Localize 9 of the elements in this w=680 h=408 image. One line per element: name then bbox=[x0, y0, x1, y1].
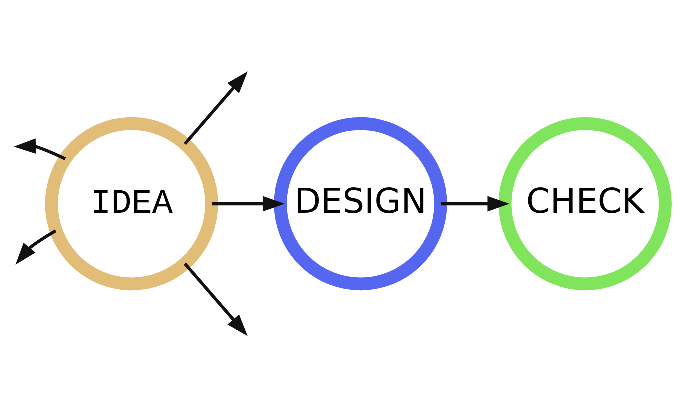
arrow bbox=[441, 196, 510, 212]
node-circle: IDEA bbox=[45, 117, 218, 291]
arrow bbox=[184, 262, 248, 336]
arrow bbox=[212, 196, 286, 212]
arrow bbox=[16, 230, 57, 265]
arrow bbox=[14, 138, 66, 160]
node-circle: CHECK bbox=[498, 117, 672, 291]
node-circle: DESIGN bbox=[274, 117, 448, 291]
arrow bbox=[184, 72, 248, 146]
